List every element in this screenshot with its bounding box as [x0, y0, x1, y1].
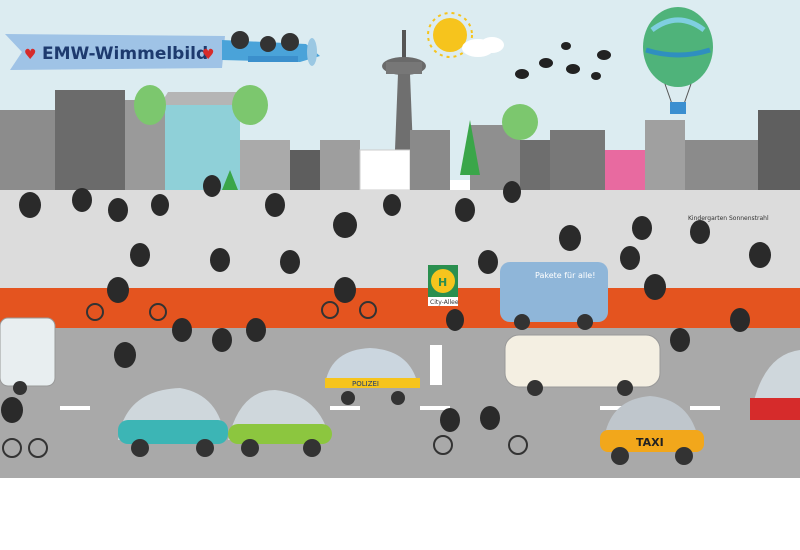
teal-car	[118, 388, 228, 457]
left-van	[0, 317, 56, 395]
taxi-label: TAXI	[636, 436, 664, 449]
bus-slogan: Pakete für alle!	[535, 271, 595, 280]
airplane-icon	[222, 31, 320, 66]
parcel-bus: Pakete für alle!	[500, 262, 608, 330]
banner-heart-left: ♥	[24, 47, 37, 63]
sun-icon	[427, 12, 504, 58]
police-label: POLIZEI	[352, 380, 379, 388]
street-red	[0, 288, 800, 328]
city-label: City-Allee	[430, 299, 459, 306]
kindergarten-sign: Kindergarten Sonnenstrahl	[688, 215, 769, 222]
bird-icon	[515, 42, 611, 80]
taxi: TAXI	[600, 396, 704, 465]
white-bottom	[0, 478, 800, 550]
hot-air-balloon-icon	[643, 7, 713, 114]
banner: ♥ EMW-Wimmelbild ♥	[5, 34, 241, 70]
white-bus	[504, 334, 661, 396]
city-skyline	[0, 90, 800, 191]
red-car	[750, 350, 800, 420]
green-car	[228, 390, 332, 457]
hotel-sign: H City-Allee	[428, 265, 459, 306]
banner-text: EMW-Wimmelbild	[42, 44, 208, 64]
hotel-letter: H	[438, 276, 447, 289]
character-crowd	[1, 175, 771, 432]
banner-heart-right: ♥	[202, 47, 215, 63]
bicycle-icon	[2, 301, 528, 458]
police-car: POLIZEI	[325, 348, 420, 405]
